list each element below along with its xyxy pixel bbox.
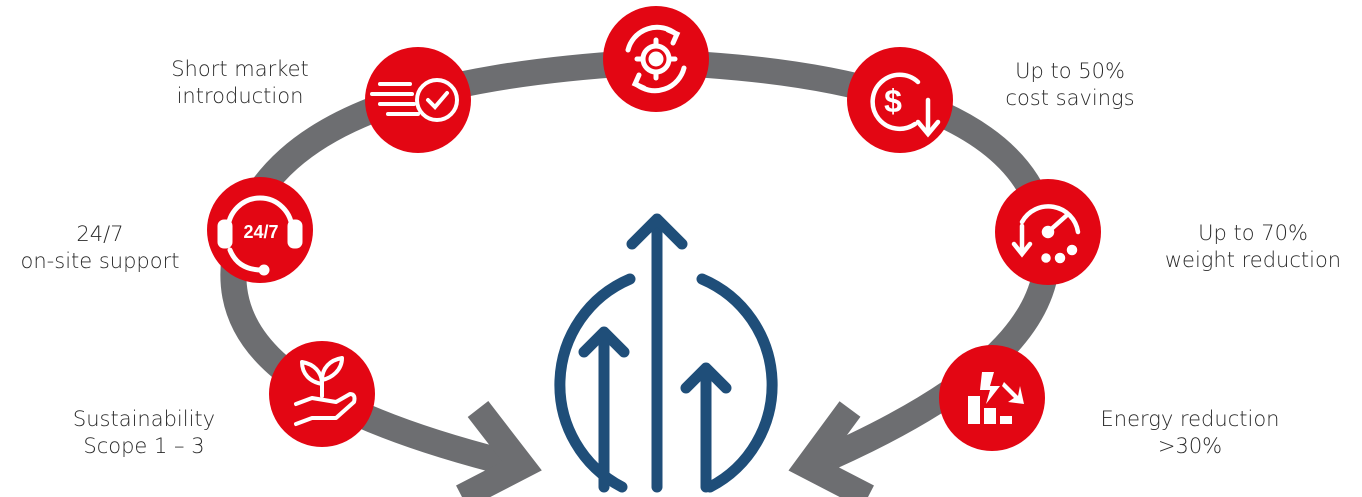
right-arrowhead xyxy=(788,401,874,497)
label-short-market-line1: Short market xyxy=(171,57,309,81)
energy-down-icon xyxy=(968,372,1024,424)
gear-cycle-badge xyxy=(603,6,709,112)
label-sustainability-line2: Scope 1 – 3 xyxy=(83,434,205,458)
gauge-down-icon xyxy=(1011,204,1081,264)
label-support-line1: 24/7 xyxy=(76,222,124,246)
headset-icon xyxy=(217,195,303,276)
left-arrowhead xyxy=(456,401,542,497)
label-cost-savings-line2: cost savings xyxy=(1005,86,1135,110)
label-energy-reduction: Energy reduction >30% xyxy=(1082,406,1298,460)
label-energy-reduction-line1: Energy reduction xyxy=(1100,407,1280,431)
label-support-line2: on-site support xyxy=(20,249,180,273)
dollar-badge: $ xyxy=(847,47,953,153)
loop-arrowheads xyxy=(456,401,874,497)
fast-clock-icon xyxy=(370,78,459,122)
label-cost-savings: Up to 50% cost savings xyxy=(980,58,1160,112)
gauge-badge xyxy=(995,179,1101,285)
dollar-down-icon: $ xyxy=(870,72,941,138)
headset-badge-text: 24/7 xyxy=(243,222,278,242)
plant-badge xyxy=(269,341,375,447)
svg-text:$: $ xyxy=(884,83,902,119)
label-short-market-line2: introduction xyxy=(176,84,304,108)
label-support: 24/7 on-site support xyxy=(0,221,200,275)
label-energy-reduction-line2: >30% xyxy=(1157,434,1223,458)
label-short-market: Short market introduction xyxy=(150,56,330,110)
label-cost-savings-line1: Up to 50% xyxy=(1015,59,1125,83)
plant-in-hand-icon xyxy=(294,356,357,426)
label-weight-reduction-line2: weight reduction xyxy=(1164,248,1342,272)
headset-badge: 24/7 xyxy=(207,177,313,283)
growth-arrows-icon xyxy=(554,213,778,493)
energy-badge xyxy=(939,345,1045,451)
label-weight-reduction-line1: Up to 70% xyxy=(1198,221,1308,245)
label-weight-reduction: Up to 70% weight reduction xyxy=(1148,220,1358,274)
label-sustainability-line1: Sustainability xyxy=(72,407,216,431)
gear-cycle-icon xyxy=(625,24,687,94)
fast-clock-badge xyxy=(365,47,471,153)
label-sustainability: Sustainability Scope 1 – 3 xyxy=(46,406,242,460)
